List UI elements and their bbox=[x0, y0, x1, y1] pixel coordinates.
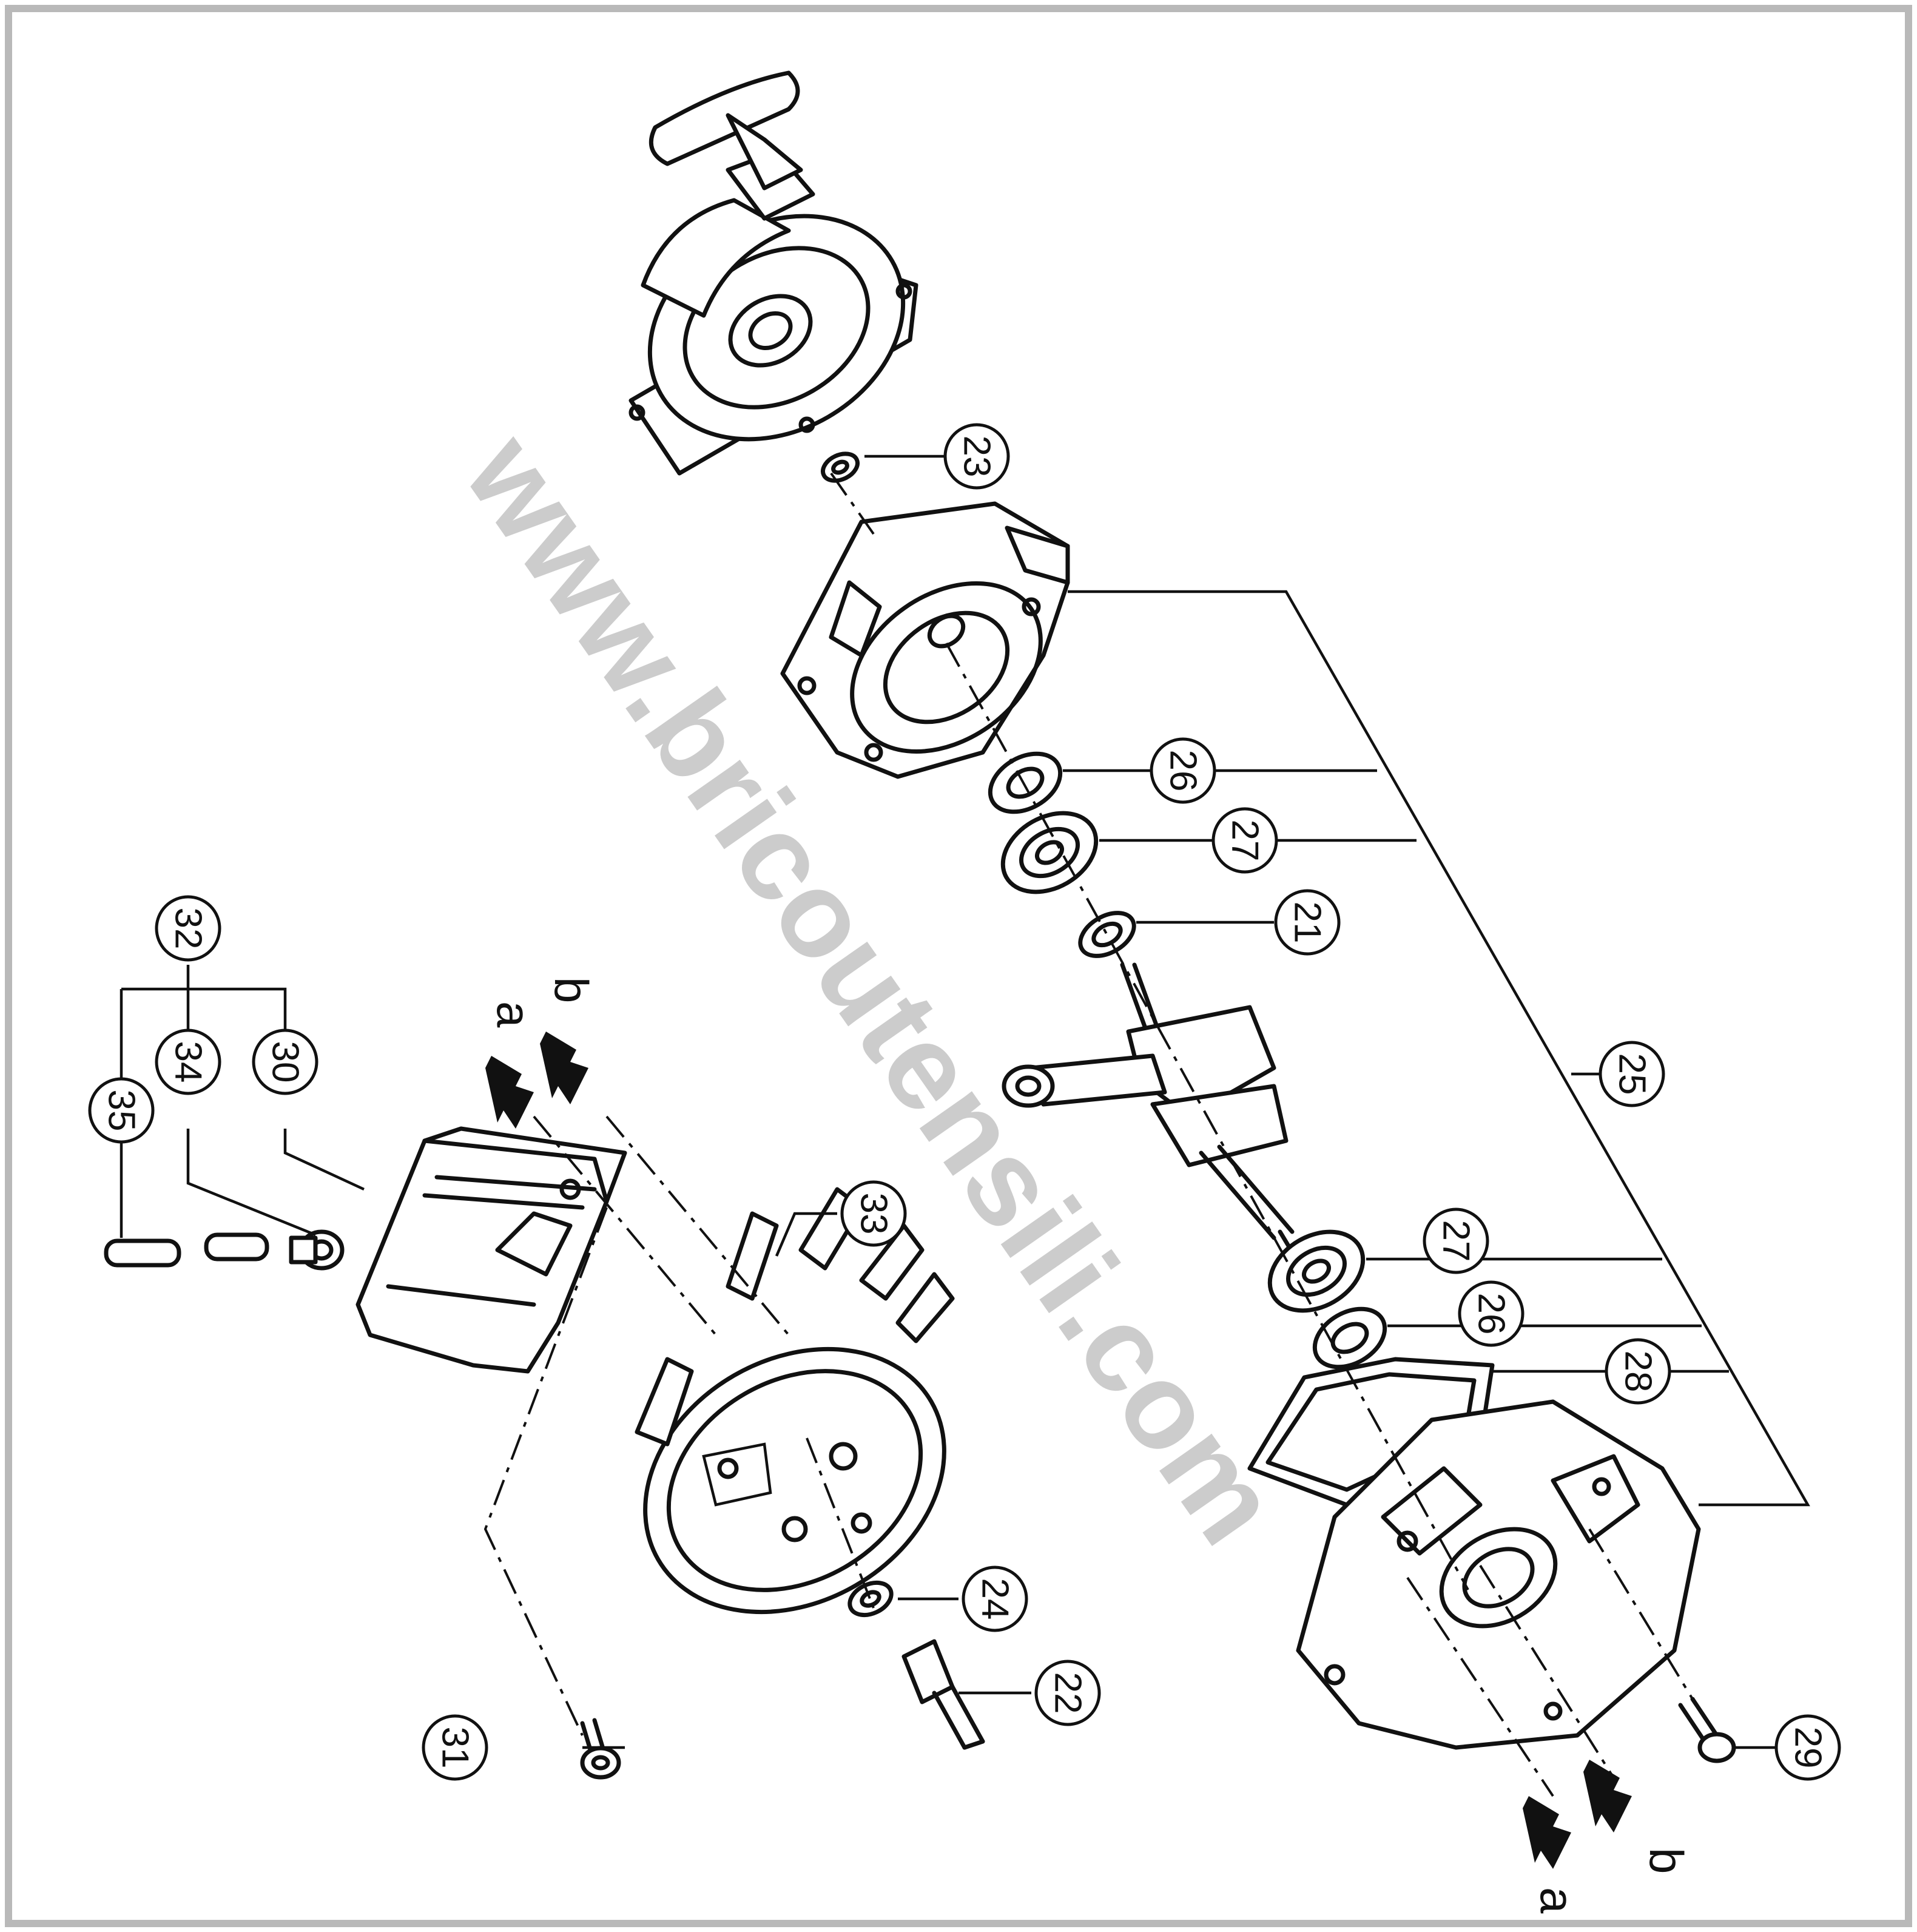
callout-21: 21 bbox=[1274, 889, 1341, 956]
flywheel bbox=[635, 1187, 955, 1615]
callout-27-upper: 27 bbox=[1211, 807, 1278, 874]
screw-29 bbox=[1678, 1697, 1736, 1763]
svg-text:24: 24 bbox=[974, 1578, 1016, 1620]
svg-text:32: 32 bbox=[167, 908, 209, 950]
svg-text:30: 30 bbox=[264, 1041, 306, 1083]
alignment-arrow-b-top bbox=[540, 1032, 588, 1104]
callout-23: 23 bbox=[943, 423, 1010, 490]
svg-text:31: 31 bbox=[434, 1727, 476, 1769]
svg-text:23: 23 bbox=[956, 436, 998, 478]
svg-text:22: 22 bbox=[1047, 1672, 1089, 1714]
svg-text:27: 27 bbox=[1435, 1220, 1477, 1262]
tube-35 bbox=[104, 1232, 269, 1268]
callout-22: 22 bbox=[1034, 1660, 1101, 1726]
seal-26-lower bbox=[1312, 1306, 1387, 1370]
svg-text:33: 33 bbox=[853, 1193, 895, 1235]
callout-28: 28 bbox=[1605, 1338, 1671, 1405]
callout-26-upper: 26 bbox=[1150, 737, 1216, 804]
recoil-starter bbox=[628, 70, 918, 476]
callout-33: 33 bbox=[840, 1180, 907, 1247]
callout-26-lower: 26 bbox=[1458, 1280, 1525, 1347]
callout-31: 31 bbox=[422, 1714, 488, 1781]
alignment-arrow-a-bottom bbox=[1523, 1796, 1571, 1869]
bearing-27-lower bbox=[1267, 1229, 1366, 1313]
svg-text:34: 34 bbox=[167, 1041, 209, 1083]
ignition-coil bbox=[355, 1126, 627, 1374]
svg-text:26: 26 bbox=[1471, 1293, 1512, 1335]
upper-crankcase-half bbox=[780, 501, 1070, 779]
svg-text:28: 28 bbox=[1617, 1351, 1659, 1393]
crankshaft bbox=[1002, 962, 1301, 1265]
spark-plug-22 bbox=[901, 1639, 985, 1750]
svg-text:21: 21 bbox=[1287, 902, 1329, 944]
callout-24: 24 bbox=[962, 1566, 1028, 1632]
lower-crankcase-half bbox=[1296, 1399, 1701, 1750]
alignment-arrow-a-top bbox=[485, 1056, 534, 1129]
callout-27-lower: 27 bbox=[1423, 1208, 1489, 1274]
callout-34: 34 bbox=[155, 1028, 221, 1095]
alignment-letter-b-top: b bbox=[545, 977, 598, 1003]
assembly-axes bbox=[483, 472, 1694, 1797]
plug-cap-34 bbox=[289, 1229, 345, 1271]
alignment-letter-a-top: a bbox=[487, 1001, 541, 1028]
svg-text:27: 27 bbox=[1224, 820, 1266, 862]
alignment-arrow-b-bottom bbox=[1583, 1760, 1632, 1832]
svg-text:26: 26 bbox=[1162, 750, 1204, 792]
callout-29: 29 bbox=[1774, 1714, 1841, 1781]
callout-32: 32 bbox=[155, 895, 221, 962]
alignment-letter-b-bottom: b bbox=[1640, 1848, 1693, 1874]
callout-30: 30 bbox=[252, 1028, 318, 1095]
callout-35: 35 bbox=[88, 1077, 155, 1144]
svg-text:35: 35 bbox=[101, 1090, 143, 1132]
alignment-letter-a-bottom: a bbox=[1531, 1887, 1584, 1914]
svg-text:25: 25 bbox=[1611, 1053, 1653, 1095]
callout-25: 25 bbox=[1599, 1041, 1665, 1107]
svg-text:29: 29 bbox=[1787, 1727, 1829, 1769]
